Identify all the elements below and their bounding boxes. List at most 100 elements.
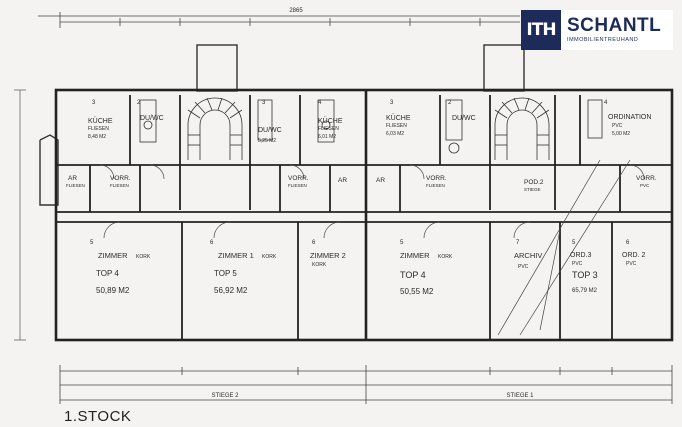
room-name: VORR. — [110, 175, 131, 182]
unit-label: TOP 4 — [400, 270, 426, 280]
room-living-3: 6 ZIMMER 2 KORK — [310, 240, 346, 268]
room-area: 6,01 M2 — [318, 134, 336, 140]
room-name: DU/WC — [452, 115, 476, 122]
floor-label: 1.STOCK — [64, 408, 132, 425]
room-name: KÜCHE — [386, 114, 411, 122]
room-number: 7 — [516, 240, 520, 246]
room-name: KÜCHE — [88, 117, 113, 125]
room-floor: PVC — [518, 264, 529, 270]
room-kitchen-3: 3 KÜCHE FLIESEN 6,03 M2 — [386, 100, 411, 137]
room-number: 4 — [318, 100, 322, 106]
room-floor: FLIESEN — [288, 183, 307, 188]
room-number: 5 — [572, 240, 576, 246]
outer-walls — [54, 88, 674, 342]
logo-wordmark: SCHANTL IMMOBILIENTREUHAND — [561, 16, 661, 44]
room-floor: PVC — [626, 261, 637, 267]
room-name: DU/WC — [258, 127, 282, 134]
room-ordination: 4 ORDINATION PVC 5,00 M2 — [604, 100, 651, 137]
door-swings — [99, 164, 645, 239]
top-dimension-value: 2865 — [289, 8, 303, 14]
room-floor: FLIESEN — [110, 183, 129, 188]
room-name: POD.2 — [524, 179, 544, 186]
room-floor: KORK — [438, 254, 453, 260]
stair-label-2: STIEGE 2 — [211, 393, 239, 399]
room-ordination-3: 5 ORD.3 PVC TOP 3 65,79 M2 — [570, 240, 598, 294]
room-number: 3 — [92, 100, 96, 106]
room-bath-1: 2 DU/WC — [137, 100, 164, 122]
room-name: AR — [338, 177, 347, 184]
company-logo[interactable]: ITH SCHANTL IMMOBILIENTREUHAND — [521, 10, 673, 50]
room-name: VORR. — [636, 175, 657, 182]
room-kitchen-1: 3 KÜCHE FLIESEN 8,48 M2 — [88, 100, 113, 140]
room-ordination-2: 6 ORD. 2 PVC — [622, 240, 645, 267]
unit-area: 50,55 M2 — [400, 287, 434, 296]
room-name: AR — [376, 177, 385, 184]
staircase-right — [494, 97, 550, 160]
room-kitchen-2: 4 KÜCHE FLIESEN 6,01 M2 — [318, 100, 343, 140]
bottom-dimension-lines — [59, 365, 673, 404]
room-area: 6,03 M2 — [386, 131, 404, 137]
unit-label: TOP 5 — [214, 269, 237, 278]
room-number: 5 — [400, 240, 404, 246]
logo-subtitle: IMMOBILIENTREUHAND — [567, 37, 639, 44]
room-name: VORR. — [426, 175, 447, 182]
room-name: VORR. — [288, 175, 309, 182]
room-number: 6 — [210, 240, 214, 246]
room-floor: PVC — [640, 183, 650, 188]
room-name: ZIMMER — [98, 251, 128, 260]
logo-brand: SCHANTL — [567, 15, 662, 37]
room-name: ORD.3 — [570, 252, 592, 259]
staircase-left — [187, 97, 243, 160]
room-number: 4 — [604, 100, 608, 106]
room-area: 5,25 M2 — [258, 138, 276, 144]
room-name: AR — [68, 175, 77, 182]
room-floor: KORK — [136, 254, 151, 260]
top-dimension-line — [38, 12, 520, 28]
room-name: DU/WC — [140, 115, 164, 122]
room-number: 2 — [448, 100, 452, 106]
room-name: ZIMMER 1 — [218, 251, 254, 260]
room-name: KÜCHE — [318, 117, 343, 125]
unit-area: 50,89 M2 — [96, 286, 130, 295]
bottom-room-labels: 5 ZIMMER KORK TOP 4 50,89 M2 6 ZIMMER 1 … — [90, 240, 645, 296]
room-floor: FLIESEN — [66, 183, 85, 188]
room-floor: KORK — [312, 262, 327, 268]
unit-label: TOP 3 — [572, 270, 598, 280]
room-bath-2: 3 DU/WC 5,25 M2 — [258, 100, 282, 144]
unit-area: 65,79 M2 — [572, 288, 598, 294]
hatch-lines — [497, 159, 631, 336]
stair-label-1: STIEGE 1 — [506, 393, 534, 399]
unit-area: 56,92 M2 — [214, 286, 248, 295]
room-name: ORD. 2 — [622, 252, 645, 259]
room-bath-3: 2 DU/WC — [448, 100, 476, 122]
room-floor: FLIESEN — [386, 123, 407, 129]
room-number: 3 — [390, 100, 394, 106]
room-floor: STIEGE — [524, 187, 541, 192]
room-living-1: 5 ZIMMER KORK TOP 4 50,89 M2 — [90, 240, 151, 295]
room-name: ARCHIV — [514, 251, 542, 260]
room-living-4: 5 ZIMMER KORK TOP 4 50,55 M2 — [400, 240, 453, 296]
room-floor: PVC — [572, 261, 583, 267]
room-living-2: 6 ZIMMER 1 KORK TOP 5 56,92 M2 — [210, 240, 277, 295]
interior-walls — [56, 95, 672, 340]
room-floor: KORK — [262, 254, 277, 260]
room-floor: FLIESEN — [88, 126, 109, 132]
kitchen-fixtures — [139, 99, 603, 154]
room-number: 2 — [137, 100, 141, 106]
room-floor: FLIESEN — [426, 183, 445, 188]
mid-room-labels: AR FLIESEN VORR. FLIESEN VORR. FLIESEN A… — [66, 175, 657, 192]
room-floor: FLIESEN — [318, 126, 339, 132]
left-dimension-line — [14, 89, 26, 341]
unit-label: TOP 4 — [96, 269, 119, 278]
logo-mark-icon: ITH — [521, 10, 561, 50]
room-area: 5,00 M2 — [612, 131, 630, 137]
room-name: ZIMMER — [400, 251, 430, 260]
room-name: ZIMMER 2 — [310, 251, 346, 260]
room-number: 6 — [312, 240, 316, 246]
room-number: 6 — [626, 240, 630, 246]
top-room-labels: 3 KÜCHE FLIESEN 8,48 M2 2 DU/WC 3 DU/WC … — [88, 100, 651, 144]
room-area: 8,48 M2 — [88, 134, 106, 140]
room-number: 3 — [262, 100, 266, 106]
room-number: 5 — [90, 240, 94, 246]
